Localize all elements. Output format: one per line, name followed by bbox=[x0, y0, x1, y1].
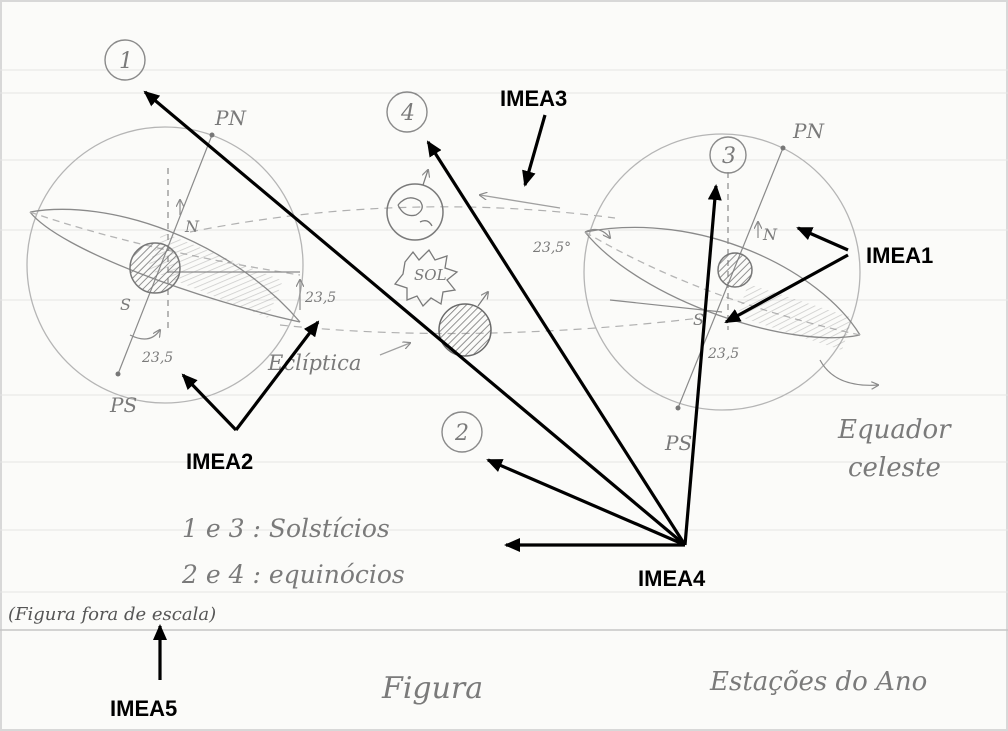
earth-4-axis bbox=[423, 170, 428, 186]
callout-imea2: IMEA2 bbox=[186, 449, 253, 474]
s-left-label: S bbox=[120, 295, 131, 314]
n-left-label: N bbox=[184, 217, 200, 236]
station-circles bbox=[104, 39, 747, 453]
angle-left-2: 23,5 bbox=[141, 350, 173, 366]
scale-note: (Figura fora de escala) bbox=[8, 604, 216, 625]
estacoes-caption: Estações do Ano bbox=[709, 667, 927, 697]
earth-4-continents bbox=[397, 197, 433, 227]
callout-imea1: IMEA1 bbox=[866, 243, 933, 268]
station-3-label: 3 bbox=[722, 144, 736, 169]
equador-pointer bbox=[819, 359, 878, 385]
earth-2-axis bbox=[477, 292, 488, 307]
left-earth bbox=[129, 242, 181, 294]
figura-caption: Figura bbox=[381, 671, 483, 706]
right-ps-dot bbox=[675, 405, 681, 411]
earth-2 bbox=[438, 303, 492, 357]
left-hatch bbox=[147, 232, 283, 318]
station-4-label: 4 bbox=[400, 101, 415, 126]
left-ps-dot bbox=[115, 371, 121, 377]
ps-left-label: PS bbox=[109, 393, 137, 417]
n-right-label: N bbox=[762, 225, 778, 244]
sol-label: SOL bbox=[414, 266, 447, 284]
pn-right-label: PN bbox=[792, 119, 825, 143]
callout-imea4: IMEA4 bbox=[638, 566, 706, 591]
angle-left-1: 23,5 bbox=[304, 290, 336, 306]
equador-label: Equador bbox=[837, 415, 952, 445]
s-right-label: S bbox=[693, 310, 704, 329]
right-pn-dot bbox=[780, 145, 786, 151]
left-pn-dot bbox=[209, 132, 215, 138]
sun-shape bbox=[393, 248, 459, 308]
earth-4 bbox=[386, 183, 444, 241]
orbit-arrow-top bbox=[480, 195, 561, 209]
celeste-label: celeste bbox=[848, 453, 941, 483]
station-1-label: 1 bbox=[119, 49, 133, 74]
legend-equinocios: 2 e 4 : equinócios bbox=[181, 560, 405, 589]
orbit-arrow-bottom bbox=[379, 343, 410, 356]
station-2-label: 2 bbox=[454, 421, 469, 446]
callout-imea3: IMEA3 bbox=[500, 86, 567, 111]
angle-right-2: 23,5 bbox=[707, 346, 739, 362]
ruled-lines bbox=[0, 69, 1008, 631]
callout-imea5: IMEA5 bbox=[110, 696, 177, 721]
legend-solsticios: 1 e 3 : Solstícios bbox=[182, 514, 390, 543]
ps-right-label: PS bbox=[664, 431, 692, 455]
angle-right-1: 23,5° bbox=[532, 240, 571, 256]
right-earth bbox=[717, 252, 753, 288]
callout-arrows bbox=[143, 90, 849, 680]
pn-left-label: PN bbox=[214, 106, 247, 130]
